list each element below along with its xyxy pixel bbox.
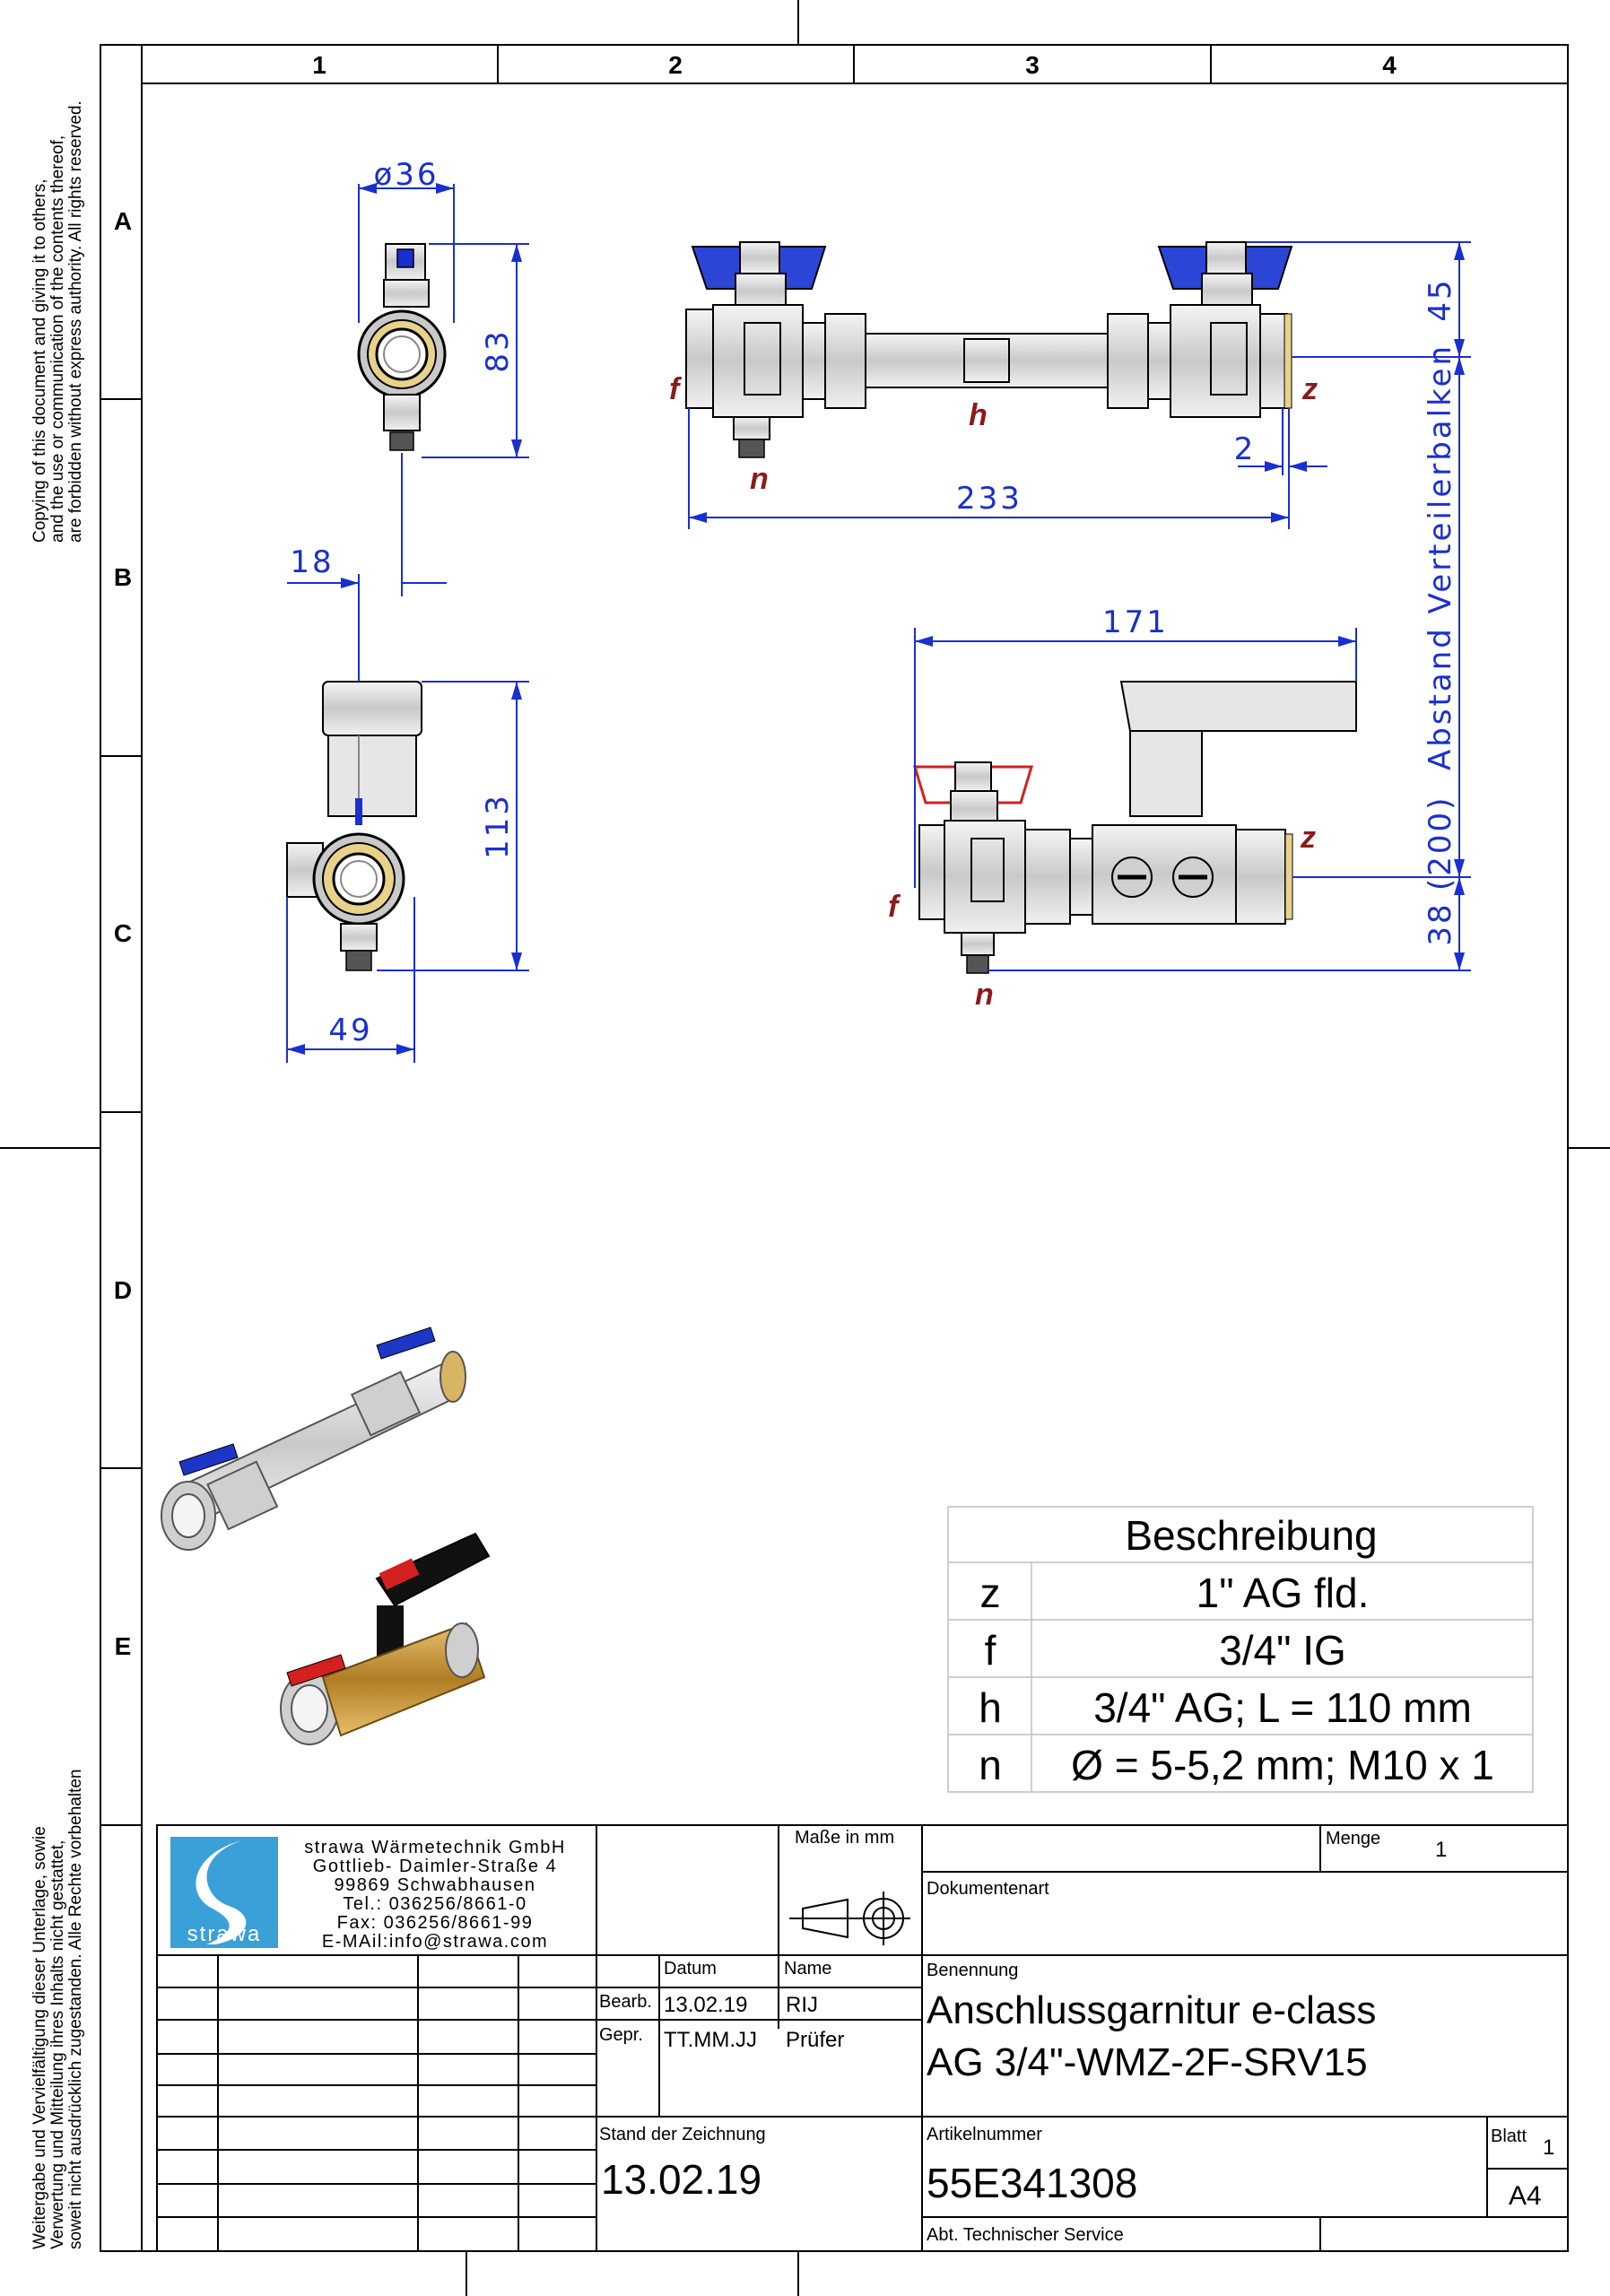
description-table-header: Beschreibung	[1125, 1512, 1377, 1559]
company-line-1: strawa Wärmetechnik GmbH	[304, 1838, 566, 1857]
dim-38: 38	[1423, 901, 1458, 945]
dimension-lines	[286, 183, 1471, 1063]
dim-233: 233	[956, 481, 1023, 517]
projection-symbol-icon	[789, 1892, 910, 1945]
artikel-label: Artikelnummer	[927, 2125, 1042, 2144]
column-label-4: 4	[1382, 51, 1397, 79]
dim-45: 45	[1423, 277, 1458, 321]
copyright-notice-en: Copying of this document and giving it t…	[30, 100, 85, 543]
label-f-top: f	[669, 372, 683, 406]
strawa-logo-text: strawa	[187, 1922, 262, 1946]
copyright-notice-de: Weitergabe und Vervielfältigung dieser U…	[30, 1770, 85, 2250]
dim-171: 171	[1102, 604, 1169, 640]
benennung-line-2: AG 3/4"-WMZ-2F-SRV15	[927, 2040, 1368, 2084]
datum-label: Datum	[664, 1959, 717, 1979]
copyright-line-1: Copying of this document and giving it t…	[30, 178, 49, 543]
title-block	[156, 1824, 1569, 2252]
bearb-name: RIJ	[786, 1993, 818, 2017]
dokumentenart-label: Dokumentenart	[927, 1879, 1049, 1899]
copyright-de-line-1: Weitergabe und Vervielfältigung dieser U…	[30, 1826, 49, 2249]
artikel-value: 55E341308	[927, 2160, 1137, 2206]
dim-113: 113	[480, 793, 516, 859]
benennung-line-1: Anschlussgarnitur e-class	[927, 1988, 1376, 2032]
gepr-date: TT.MM.JJ	[664, 2028, 757, 2052]
blatt-label: Blatt	[1491, 2126, 1527, 2146]
bearb-date: 13.02.19	[664, 1993, 747, 2017]
company-line-4: Tel.: 036256/8661-0	[343, 1894, 527, 1914]
blatt-value: 1	[1543, 2135, 1554, 2160]
masse-label: Maße in mm	[795, 1828, 894, 1848]
description-table	[947, 1506, 1534, 1793]
gepr-label: Gepr.	[599, 2025, 643, 2045]
copyright-line-3: are forbidden without express authority.…	[66, 100, 85, 543]
description-key-h: h	[979, 1684, 1002, 1731]
dim-83: 83	[480, 328, 516, 372]
row-label-B: B	[114, 563, 132, 591]
strawa-logo: strawa	[170, 1837, 278, 1948]
description-value-h: 3/4" AG; L = 110 mm	[1093, 1684, 1472, 1731]
column-label-1: 1	[312, 51, 326, 79]
company-line-2: Gottlieb- Daimler-Straße 4	[313, 1857, 557, 1876]
stand-label: Stand der Zeichnung	[599, 2125, 766, 2144]
label-n-top: n	[750, 462, 769, 496]
format-value: A4	[1509, 2181, 1542, 2211]
description-key-z: z	[980, 1570, 1001, 1616]
description-value-n: Ø = 5-5,2 mm; M10 x 1	[1071, 1742, 1494, 1788]
label-h-top: h	[969, 398, 988, 432]
description-value-f: 3/4" IG	[1219, 1627, 1346, 1674]
label-n-bottom: n	[975, 978, 994, 1012]
description-key-f: f	[985, 1627, 996, 1674]
dim-49: 49	[328, 1013, 372, 1048]
column-label-2: 2	[668, 51, 683, 79]
side-view-bottom	[286, 681, 422, 971]
company-line-3: 99869 Schwabhausen	[335, 1875, 536, 1895]
copyright-de-line-3: soweit nicht ausdrücklich zugestanden. A…	[66, 1770, 85, 2250]
copyright-de-line-2: Verwertung und Mitteilung ihres Inhalts …	[48, 1840, 67, 2249]
dim-diameter-36: ø36	[373, 157, 439, 193]
row-label-C: C	[114, 919, 132, 947]
label-f-bottom: f	[888, 890, 901, 924]
menge-label: Menge	[1326, 1829, 1380, 1848]
company-line-5: Fax: 036256/8661-99	[337, 1913, 534, 1933]
name-label: Name	[784, 1959, 831, 1979]
row-label-E: E	[115, 1632, 132, 1660]
front-view-top-assembly	[685, 241, 1293, 458]
dim-18: 18	[290, 544, 334, 580]
column-label-3: 3	[1025, 51, 1040, 79]
label-z-bottom: z	[1300, 821, 1316, 855]
row-label-D: D	[114, 1276, 132, 1304]
stand-value: 13.02.19	[601, 2156, 761, 2203]
copyright-line-2: and the use or communication of the cont…	[48, 135, 67, 543]
isometric-assembly-blue-icon	[161, 1326, 466, 1551]
dim-abstand-verteilerbalken: (200) Abstand Verteilerbalken	[1423, 344, 1458, 891]
company-line-6: E-MAil:info@strawa.com	[322, 1932, 548, 1952]
benennung-label: Benennung	[927, 1961, 1018, 1980]
abteilung-label: Abt. Technischer Service	[927, 2225, 1124, 2245]
gepr-name: Prüfer	[786, 2028, 844, 2052]
side-view-top	[357, 243, 447, 451]
description-value-z: 1" AG fld.	[1197, 1570, 1370, 1616]
isometric-assembly-red-icon	[280, 1532, 491, 1745]
dim-2: 2	[1234, 431, 1257, 467]
label-z-top: z	[1301, 372, 1318, 406]
menge-value: 1	[1435, 1838, 1447, 1862]
description-key-n: n	[979, 1742, 1002, 1788]
bearb-label: Bearb.	[599, 1992, 652, 2012]
row-label-A: A	[114, 207, 132, 235]
front-view-bottom-assembly	[912, 681, 1357, 974]
